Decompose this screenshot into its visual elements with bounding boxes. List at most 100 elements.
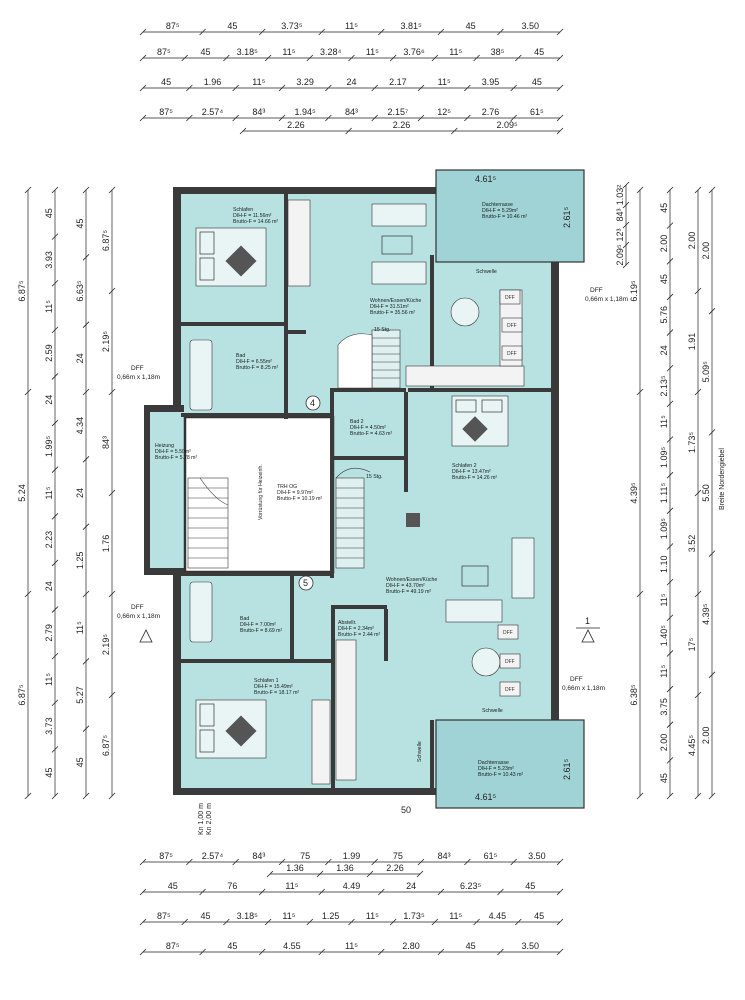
room-terrasse-top-brutto: Brutto-F = 10.46 m² bbox=[482, 214, 527, 220]
bottom-dim-row-label: 2.80 bbox=[402, 941, 420, 951]
bottom-dim-row-tick bbox=[556, 918, 564, 926]
right-dim-col-label: 1.91 bbox=[687, 333, 697, 351]
bottom-dim-row-tick bbox=[497, 888, 504, 896]
left-dim-col-tick bbox=[82, 725, 90, 732]
right-dim-col-label: 4.39⁵ bbox=[701, 603, 711, 625]
left-dim-col-tick bbox=[82, 254, 90, 261]
top-dim-row-tick bbox=[264, 54, 272, 62]
right-dim-col-tick bbox=[666, 757, 674, 764]
room-schlafen-top-dih: DIH-F = 11.56m² bbox=[233, 213, 272, 219]
right-dim-col-label: 2.00 bbox=[659, 734, 669, 752]
left-dim-col-label: 11⁵ bbox=[44, 673, 54, 686]
right-dim-col-tick bbox=[708, 429, 716, 436]
left-dim-col-label: 4.34 bbox=[75, 417, 85, 435]
bottom-dim-row-label: 2.57⁴ bbox=[202, 851, 224, 861]
right-dim-col-tick bbox=[666, 436, 674, 443]
bottom-dim-row-tick bbox=[258, 888, 266, 896]
top-dim-row-label: 84³ bbox=[252, 107, 265, 117]
bottom-dim-row-label: 45 bbox=[466, 941, 476, 951]
left-dim-col-label: 45 bbox=[44, 768, 54, 778]
top-dim-row-tick bbox=[258, 28, 266, 36]
left-dim-col-label: 45 bbox=[75, 757, 85, 767]
bottom-dim-row-label: 1.25 bbox=[322, 911, 340, 921]
left-dim-col-label: 1.25 bbox=[75, 552, 85, 570]
right-dim-col-tick bbox=[708, 792, 716, 800]
top-dim-row-label: 45 bbox=[466, 21, 476, 31]
kitchen-bottom bbox=[335, 639, 357, 781]
room-terrasse-bottom-brutto: Brutto-F = 10.43 m² bbox=[478, 772, 523, 778]
bottom-dim-row-label: 4.49 bbox=[343, 881, 361, 891]
bottom-dim-row-label: 84³ bbox=[252, 851, 265, 861]
left-dim-col-tick bbox=[82, 590, 90, 598]
dff-box-label: DFF bbox=[505, 295, 515, 301]
bottom-dim-row-label: 45 bbox=[534, 911, 544, 921]
west-bump-floor bbox=[150, 412, 184, 568]
table-bottom bbox=[461, 565, 489, 587]
room-bad-top-brutto: Brutto-F = 8.25 m² bbox=[236, 365, 279, 371]
left-dim-col-tick bbox=[108, 186, 116, 194]
room-terrasse-top-name: Dachterrasse bbox=[482, 202, 513, 208]
bottom-dim-row-label: 2.26 bbox=[386, 863, 404, 873]
bottom-dim-row-label: 84³ bbox=[438, 851, 451, 861]
left-dim-col-tick bbox=[108, 590, 116, 598]
right-dim-col-tick bbox=[636, 186, 644, 194]
right-dim-col-label: 5.76 bbox=[659, 306, 669, 324]
top-dim-row-tick bbox=[378, 28, 385, 36]
top-dim-row-tick bbox=[510, 84, 517, 92]
left-dim-col-label: 3.93 bbox=[44, 251, 54, 269]
left-dim-col-tick bbox=[51, 606, 59, 613]
left-dimension-chains: 6.87⁵5.246.87⁵453.9311⁵2.59241.99⁵11⁵2.2… bbox=[17, 186, 116, 800]
bottom-dim-row-tick bbox=[556, 888, 564, 896]
right-dim-col-label: 3.52 bbox=[687, 535, 697, 553]
bottom-dim-row-tick bbox=[437, 948, 445, 956]
left-dim-col-label: 24 bbox=[75, 353, 85, 363]
left-dim-col-tick bbox=[82, 186, 90, 194]
top-dim-row-label: 3.29 bbox=[296, 77, 314, 87]
interior-walls bbox=[181, 194, 551, 788]
top-dim-row-tick bbox=[515, 54, 522, 62]
bottom-dim-row-label: 1.73⁵ bbox=[403, 911, 425, 921]
left-dim-col-label: 11⁵ bbox=[44, 486, 54, 499]
right-dim-col-label: 2.13⁵ bbox=[659, 375, 669, 397]
dff-box-label: DFF bbox=[503, 630, 513, 636]
room-wohnen-bottom-dih: DIH-F = 43.70m² bbox=[386, 583, 425, 589]
dff-box-label: DFF bbox=[507, 323, 517, 329]
left-dim-col-tick bbox=[82, 388, 90, 396]
top-dim-row-tick bbox=[139, 54, 147, 62]
right-dim-col-tick bbox=[622, 241, 630, 249]
left-dim-col-tick bbox=[24, 388, 32, 396]
bottom-dim-row-label: 11⁵ bbox=[449, 911, 462, 921]
bottom-dim-row-label: 1.36 bbox=[336, 863, 354, 873]
top-dim-row-tick bbox=[510, 114, 517, 122]
right-dim-col-tick bbox=[666, 792, 674, 800]
left-dim-col-label: 1.99⁵ bbox=[44, 435, 54, 457]
right-dim-col-tick bbox=[666, 293, 674, 301]
bottom-dim-row-tick bbox=[232, 858, 239, 866]
top-dim-row-tick bbox=[232, 84, 239, 92]
terrace-top-side: 2.61⁵ bbox=[562, 206, 572, 228]
room-terrasse-bottom-dih: DIH-F = 5.23m² bbox=[478, 766, 514, 772]
top-dim-row-tick bbox=[464, 84, 471, 92]
left-dim-col-tick bbox=[51, 559, 59, 567]
bottom-dim-row-label: 61⁵ bbox=[484, 851, 498, 861]
right-dim-col-tick bbox=[636, 590, 644, 598]
sofa-bottom-b bbox=[445, 599, 503, 623]
room-schlafen1-brutto: Brutto-F = 18.17 m² bbox=[254, 690, 299, 696]
right-dim-col-label: 1.09⁵ bbox=[659, 446, 669, 468]
left-dim-col-label: 5.24 bbox=[17, 484, 27, 502]
top-dim-row-label: 11⁵ bbox=[282, 47, 295, 57]
terrace-bottom bbox=[435, 719, 585, 809]
right-dim-col-tick bbox=[666, 721, 674, 728]
stair-label-bottom: 15 Stg. bbox=[366, 474, 382, 480]
left-dim-col-label: 6.87⁵ bbox=[17, 280, 27, 302]
right-dim-col-label: 45 bbox=[659, 274, 669, 284]
right-dim-col-label: 2.00 bbox=[701, 727, 711, 745]
bottom-dim-row-tick bbox=[416, 870, 424, 878]
left-dim-col-label: 2.19⁵ bbox=[101, 331, 111, 353]
unit-marker-5-label: 5 bbox=[303, 578, 308, 588]
bottom-dim-row-label: 87⁵ bbox=[166, 941, 180, 951]
right-dim-col-label: 1.40⁵ bbox=[659, 625, 669, 647]
bottom-dim-row-tick bbox=[431, 918, 439, 926]
top-dim-row-tick bbox=[348, 54, 355, 62]
right-dim-col-label: 1.73⁵ bbox=[687, 432, 697, 454]
